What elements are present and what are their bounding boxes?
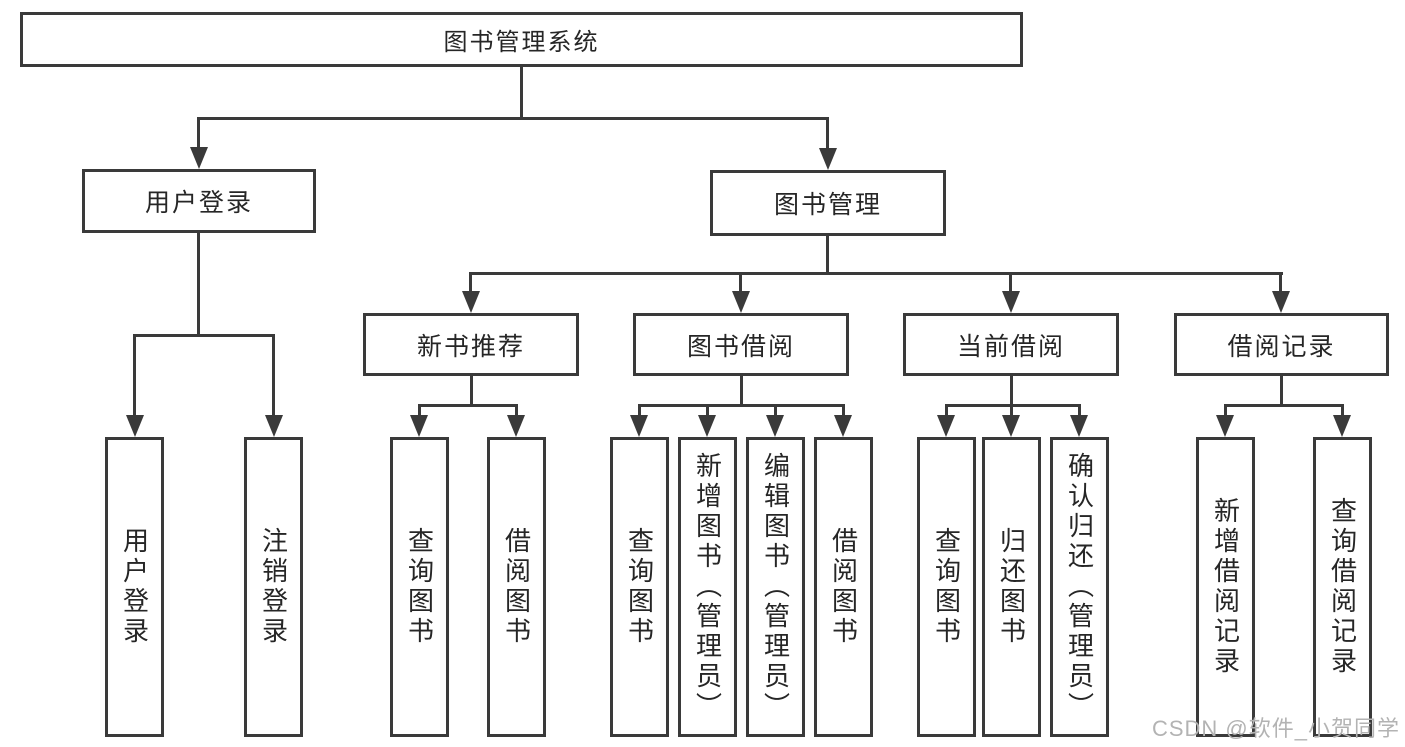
node-borrow-records: 借阅记录 [1174,313,1389,376]
connector-line [418,404,518,407]
connector-line [1341,404,1344,416]
connector-line [1279,272,1282,292]
leaf-query-borrow-record: 查询借阅记录 [1313,437,1372,737]
node-user-login-label: 用户登录 [144,189,253,217]
connector-line [945,404,1081,407]
leaf-borrow-book: 借阅图书 [814,437,873,737]
connector-line [197,117,829,120]
arrowhead-icon [766,415,784,437]
connector-line [520,66,523,119]
arrowhead-icon [1002,291,1020,313]
arrowhead-icon [1272,291,1290,313]
leaf-user-login-label: 用户登录 [119,527,150,647]
arrowhead-icon [126,415,144,437]
connector-line [826,117,829,149]
arrowhead-icon [190,147,208,169]
leaf-edit-book-admin-label: 编辑图书（管理员） [760,452,791,722]
connector-line [469,272,472,292]
connector-line [1010,404,1013,416]
node-borrow-records-label: 借阅记录 [1227,332,1336,361]
connector-line [1224,404,1227,416]
leaf-return-book-label: 归还图书 [996,527,1027,647]
leaf-query-book-recommend: 查询图书 [390,437,449,737]
arrowhead-icon [834,415,852,437]
leaf-query-book-recommend-label: 查询图书 [404,527,435,647]
leaf-add-borrow-record: 新增借阅记录 [1196,437,1255,737]
leaf-confirm-return-admin-label: 确认归还（管理员） [1064,452,1095,722]
arrowhead-icon [410,415,428,437]
arrowhead-icon [698,415,716,437]
connector-line [133,334,136,415]
connector-line [197,117,200,148]
arrowhead-icon [630,415,648,437]
leaf-query-borrow-record-label: 查询借阅记录 [1327,497,1358,677]
connector-line [945,404,948,416]
leaf-logout-label: 注销登录 [258,527,289,647]
arrowhead-icon [265,415,283,437]
leaf-add-book-admin: 新增图书（管理员） [678,437,737,737]
connector-line [1280,376,1283,407]
connector-line [1009,272,1012,292]
connector-line [197,233,200,336]
arrowhead-icon [507,415,525,437]
connector-line [638,404,845,407]
node-current-borrow-label: 当前借阅 [956,332,1065,361]
node-current-borrow: 当前借阅 [903,313,1119,376]
leaf-borrow-book-recommend-label: 借阅图书 [501,527,532,647]
node-root: 图书管理系统 [20,12,1023,67]
connector-line [1224,404,1343,407]
leaf-add-book-admin-label: 新增图书（管理员） [692,452,723,722]
connector-line [826,236,829,274]
leaf-query-book-current: 查询图书 [917,437,976,737]
node-book-management-label: 图书管理 [773,191,882,219]
arrowhead-icon [1216,415,1234,437]
arrowhead-icon [462,291,480,313]
connector-line [740,376,743,407]
leaf-user-login: 用户登录 [105,437,164,737]
connector-line [272,334,275,415]
leaf-query-book-borrow: 查询图书 [610,437,669,737]
leaf-query-book-current-label: 查询图书 [931,527,962,647]
connector-line [842,404,845,416]
leaf-borrow-book-recommend: 借阅图书 [487,437,546,737]
arrowhead-icon [937,415,955,437]
node-new-book-recommend: 新书推荐 [363,313,579,376]
node-book-borrow-label: 图书借阅 [686,332,795,361]
node-book-management: 图书管理 [710,170,946,236]
leaf-confirm-return-admin: 确认归还（管理员） [1050,437,1109,737]
connector-line [774,404,777,416]
leaf-query-book-borrow-label: 查询图书 [624,527,655,647]
connector-line [1010,376,1013,407]
csdn-watermark: CSDN @软件_小贺同学 [1151,716,1400,741]
leaf-logout: 注销登录 [244,437,303,737]
connector-line [739,272,742,292]
connector-line [418,404,421,416]
connector-line [638,404,641,416]
connector-line [470,376,473,407]
connector-line [469,272,1283,275]
arrowhead-icon [1002,415,1020,437]
arrowhead-icon [732,291,750,313]
node-root-label: 图书管理系统 [443,29,600,56]
node-user-login: 用户登录 [82,169,316,233]
leaf-edit-book-admin: 编辑图书（管理员） [746,437,805,737]
node-new-book-recommend-label: 新书推荐 [416,332,525,361]
leaf-return-book: 归还图书 [982,437,1041,737]
leaf-borrow-book-label: 借阅图书 [828,527,859,647]
connector-line [706,404,709,416]
connector-line [515,404,518,416]
leaf-add-borrow-record-label: 新增借阅记录 [1210,497,1241,677]
connector-line [133,334,274,337]
arrowhead-icon [1070,415,1088,437]
node-book-borrow: 图书借阅 [633,313,849,376]
arrowhead-icon [1333,415,1351,437]
arrowhead-icon [819,148,837,170]
connector-line [1078,404,1081,416]
